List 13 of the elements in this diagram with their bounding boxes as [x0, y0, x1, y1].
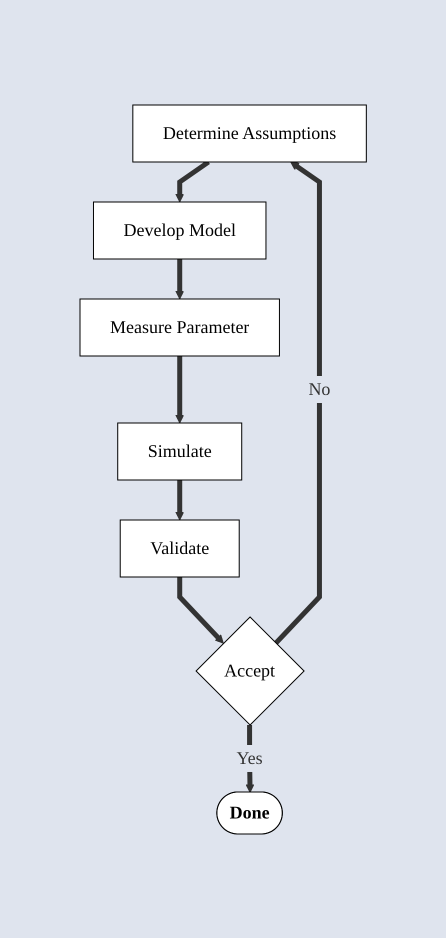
edge-label: No — [308, 378, 330, 399]
node-box: Validate — [120, 519, 240, 578]
node-box: Measure Parameter — [79, 298, 280, 356]
edge-label: Yes — [236, 747, 263, 768]
arrow — [274, 161, 322, 644]
arrow — [175, 480, 184, 520]
arrow — [175, 258, 184, 299]
node-diamond: Accept — [195, 616, 305, 726]
node-box: Simulate — [117, 422, 242, 480]
node-box: Develop Model — [92, 201, 266, 260]
arrow — [177, 576, 224, 644]
arrow — [175, 356, 184, 423]
node-box: Determine Assumptions — [132, 104, 367, 162]
